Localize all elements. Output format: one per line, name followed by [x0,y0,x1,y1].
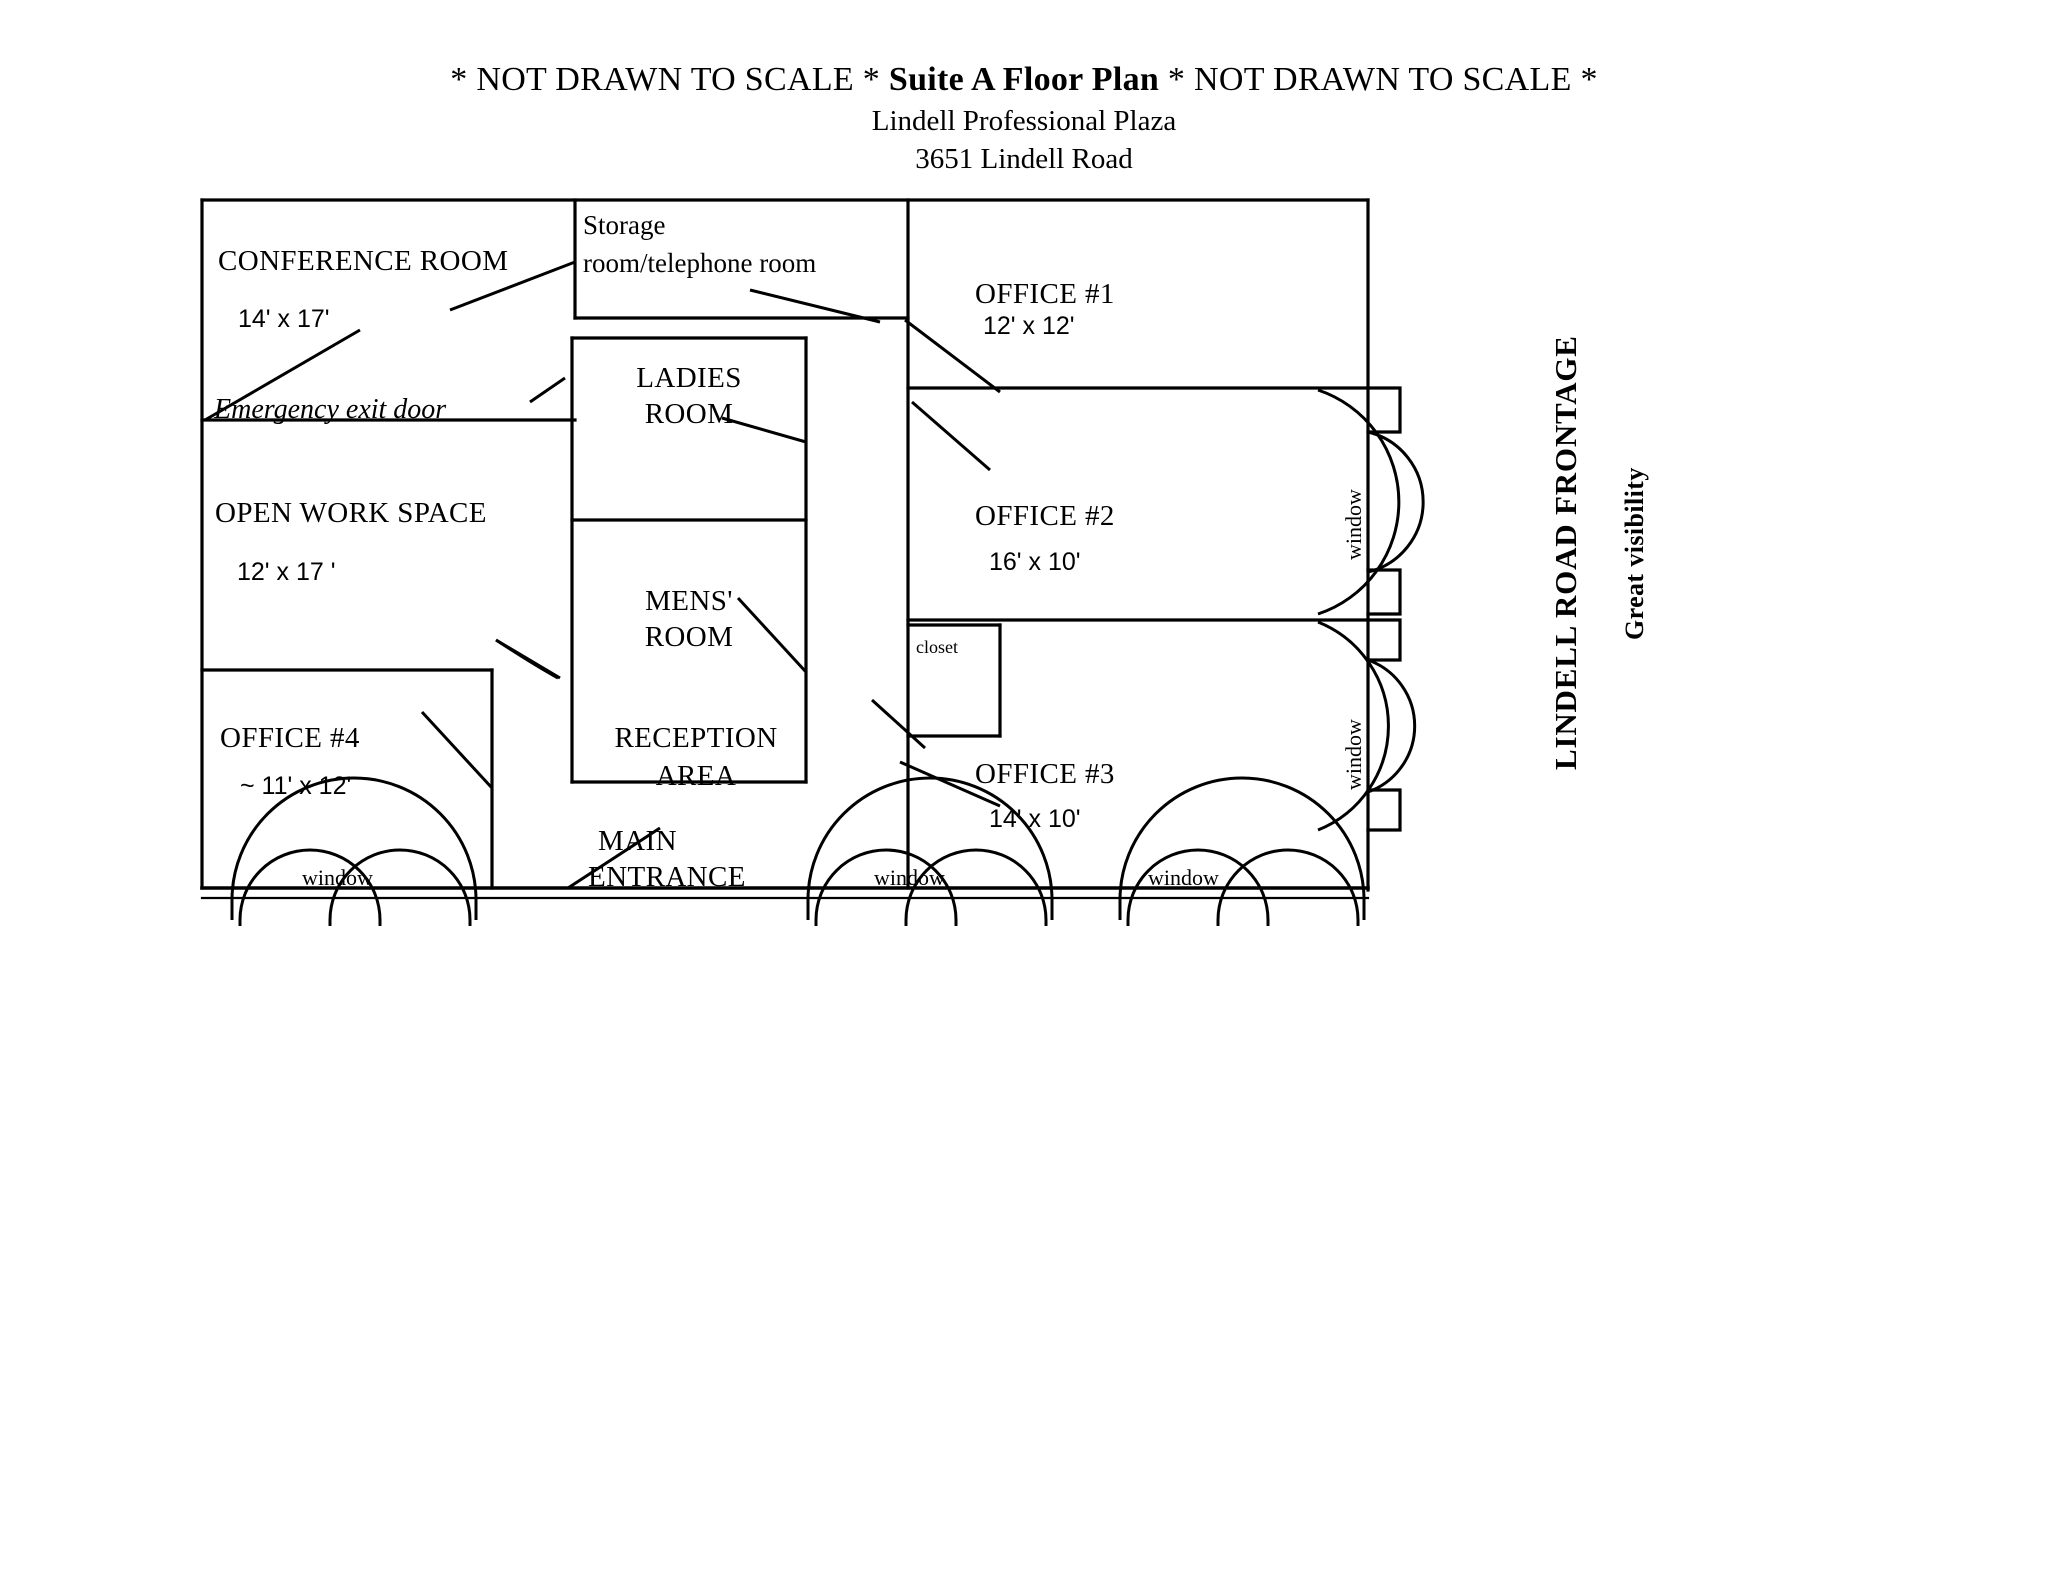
window-arc-bottom-right-inner-b [1216,848,1360,921]
label-main-entrance-line2: ENTRANCE [588,861,746,893]
leader-office3-a [870,698,927,750]
leader-office4 [420,710,494,790]
label-conference-dims: 14' x 17' [238,305,330,333]
label-main-entrance-line1: MAIN [598,825,677,857]
note-lindell-road-frontage: LINDELL ROAD FRONTAGE [1548,335,1583,770]
window-arc-bottom-left-outer [230,776,478,901]
title-block: * NOT DRAWN TO SCALE * Suite A Floor Pla… [0,58,2048,178]
leader-emergency-exit [204,328,361,422]
label-window-right-upper: window [1341,489,1366,560]
page-title: * NOT DRAWN TO SCALE * Suite A Floor Pla… [0,58,2048,102]
title-prefix-note: * NOT DRAWN TO SCALE * [450,61,881,98]
label-office3-dims: 14' x 10' [989,805,1081,833]
window-arc-group-bottom-left [230,776,478,926]
label-office1-dims: 12' x 12' [983,312,1075,340]
label-office3-name: OFFICE #3 [975,758,1115,790]
label-office1-name: OFFICE #1 [975,278,1115,310]
building-name: Lindell Professional Plaza [871,105,1177,137]
window-arc-right-lower-inner [1367,658,1417,794]
window-arc-right-upper-inner [1367,430,1425,574]
window-arc-bottom-right-inner-a [1126,848,1270,921]
window-arc-bottom-right-outer [1118,776,1366,901]
leader-main-entrance [567,826,661,890]
leader-mens [736,596,808,674]
label-conference-room: CONFERENCE ROOM [218,245,509,277]
leader-ladies [721,416,807,444]
window-arc-bottom-left-inner-b [328,848,472,921]
window-bay-upper-top-notch [1366,386,1402,434]
label-mens-line1: MENS' [645,585,733,617]
leader-reception-curve [495,638,559,680]
leader-office1 [904,318,1001,394]
window-arc-bottom-center-inner-a [814,848,958,921]
title-main: Suite A Floor Plan [888,61,1160,98]
label-office2-name: OFFICE #2 [975,500,1115,532]
window-arc-bottom-center-inner-b [904,848,1048,921]
label-window-bottom-left: window [302,865,373,890]
leader-office3-b [899,760,1001,808]
window-arc-group-right-upper [1317,388,1425,616]
label-open-work-dims: 12' x 17 ' [237,558,336,586]
window-arc-right-upper-outer [1317,388,1401,616]
label-window-right-lower: window [1341,719,1366,790]
window-bay-lower-top-notch [1366,618,1402,662]
label-office4-dims: ~ 11' x 12' [240,772,352,800]
label-window-bottom-center: window [874,865,945,890]
title-suffix-note: * NOT DRAWN TO SCALE * [1167,61,1598,98]
window-arc-group-bottom-center [806,776,1054,926]
window-arc-right-lower-outer [1317,620,1390,832]
label-storage-line1: Storage [583,210,666,240]
label-open-work-space: OPEN WORK SPACE [215,497,487,529]
window-arc-group-bottom-right [1118,776,1366,926]
window-arc-group-right-lower [1317,620,1417,832]
window-arc-bottom-center-outer [806,776,1054,901]
building-address: 3651 Lindell Road [915,143,1133,175]
window-bay-lower-bottom-notch [1366,788,1402,832]
leader-storage [749,288,881,324]
note-great-visibility: Great visibility [1620,467,1649,640]
leader-lines [204,260,1001,890]
label-emergency-exit-door: Emergency exit door [214,394,447,425]
label-closet: closet [916,637,958,657]
label-ladies-line2: ROOM [644,398,734,430]
window-bay-upper-bottom-notch [1366,568,1402,616]
label-ladies-line1: LADIES [636,362,742,394]
label-window-bottom-right: window [1148,865,1219,890]
leader-exit-2 [529,376,566,404]
label-mens-line2: ROOM [644,621,734,653]
label-reception-line1: RECEPTION [614,722,778,754]
label-storage-line2: room/telephone room [583,248,817,278]
window-arc-bottom-left-inner-a [238,848,382,921]
label-office4-name: OFFICE #4 [220,722,360,754]
leader-office2 [911,400,991,472]
label-office2-dims: 16' x 10' [989,548,1081,576]
leader-conference-door [449,260,576,312]
label-reception-line2: AREA [655,760,737,792]
